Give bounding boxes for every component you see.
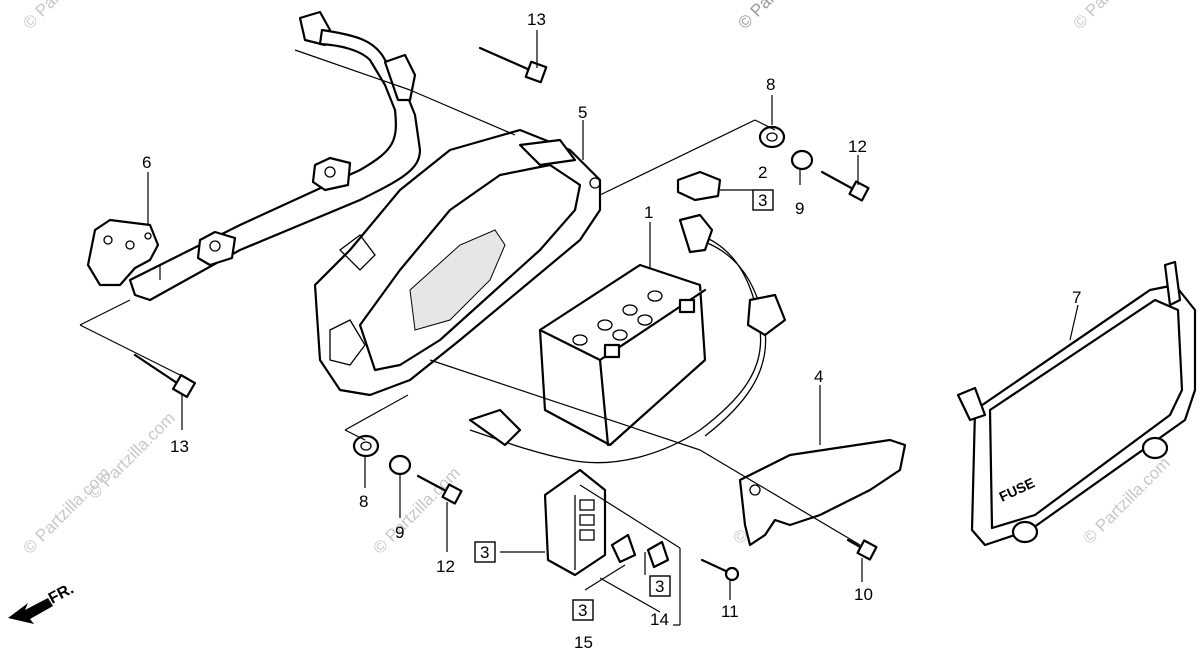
battery-cable: [468, 213, 787, 464]
bracket-plate-part: [738, 438, 907, 547]
battery-stay-part: [86, 10, 422, 302]
boxed-callout-3: 3: [758, 191, 767, 210]
callout-12-lower: 12: [436, 557, 455, 576]
watermark: © Partzilla.com: [734, 0, 828, 33]
callout-10: 10: [854, 585, 873, 604]
callout-12-upper: 12: [848, 137, 867, 156]
front-arrow-icon: [8, 598, 53, 624]
callout-9-lower: 9: [395, 523, 404, 542]
callout-4: 4: [814, 367, 823, 386]
callout-9-upper: 9: [795, 199, 804, 218]
battery-case-part: [313, 128, 602, 397]
callout-1: 1: [644, 203, 653, 222]
boxed-callout-3: 3: [655, 577, 664, 596]
callout-13-lower: 13: [170, 437, 189, 456]
watermark: © Partzilla.com: [1069, 0, 1163, 33]
fuse-cover-part: FUSE: [956, 260, 1197, 547]
callout-11: 11: [721, 602, 739, 621]
watermark: © Partzilla.com: [369, 463, 463, 557]
callout-8-upper: 8: [766, 75, 775, 94]
callout-5: 5: [578, 103, 587, 122]
callout-6: 6: [142, 153, 151, 172]
watermark: © Partzilla.com: [19, 0, 113, 33]
watermark: © Partzilla.com: [19, 463, 113, 557]
front-direction-indicator: FR.: [8, 580, 77, 624]
callout-2: 2: [758, 163, 767, 182]
callout-7: 7: [1072, 288, 1081, 307]
callout-15: 15: [574, 633, 593, 652]
fuse-box-part: [543, 468, 670, 577]
callout-13-upper: 13: [527, 10, 546, 29]
callout-8-lower: 8: [359, 492, 368, 511]
hardware-parts: [133, 46, 878, 582]
leader-lines: [79, 30, 1079, 626]
boxed-callout-3: 3: [578, 601, 587, 620]
boxed-callouts: 3 3 3 3: [474, 189, 774, 621]
boxed-callout-3: 3: [480, 543, 489, 562]
callout-labels: 13 5 6 8 12 2 9 1 7 4 13 8 9 12 10 11 14…: [142, 10, 1081, 652]
callout-14: 14: [650, 610, 669, 629]
battery-part: [538, 263, 707, 447]
